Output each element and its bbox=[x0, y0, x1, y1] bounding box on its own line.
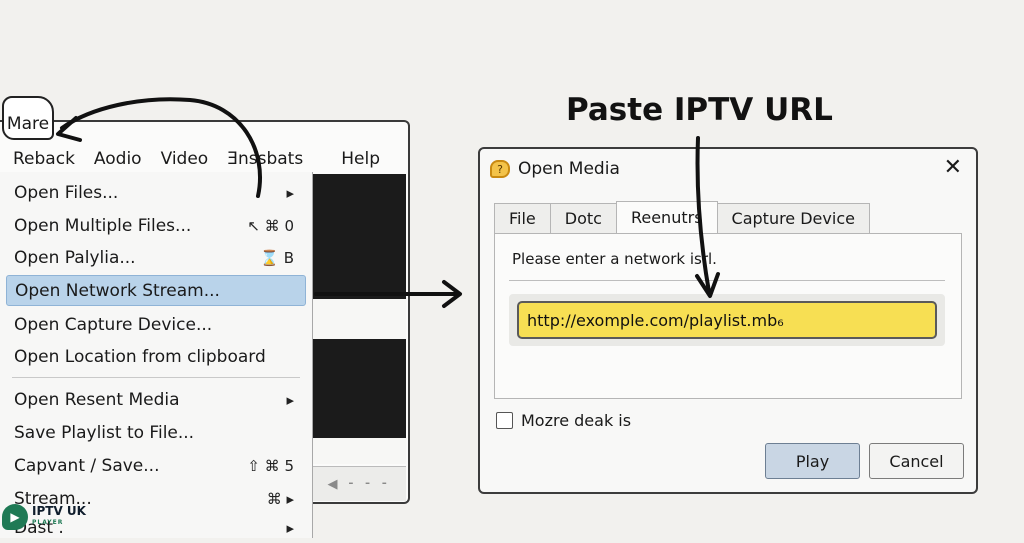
menu-item-open-multiple-files[interactable]: Open Multiple Files... ↖ ⌘ 0 bbox=[6, 210, 306, 241]
menu-item-open-network-stream[interactable]: Open Network Stream... bbox=[6, 275, 306, 306]
video-area-gap bbox=[312, 438, 406, 464]
more-options-checkbox[interactable] bbox=[496, 412, 513, 429]
url-instruction: Please enter a network isrl. bbox=[512, 250, 717, 268]
menu-help[interactable]: Help bbox=[341, 149, 380, 169]
menubar: Reback Aodio Video Ǝnssbats Help bbox=[0, 144, 406, 175]
menu-item-convert-save[interactable]: Capvant / Save... ⇧ ⌘ 5 bbox=[6, 450, 306, 481]
player-controls[interactable]: ◀ ⁃ ⁃ ⁃ bbox=[312, 466, 406, 501]
play-button[interactable]: Play bbox=[765, 443, 860, 479]
menu-item-open-capture-device[interactable]: Open Capture Device... bbox=[6, 309, 306, 340]
brand-subtitle: PLAYER bbox=[32, 519, 64, 526]
menu-item-open-location-clipboard[interactable]: Open Location from clipboard bbox=[6, 341, 306, 372]
play-icon: ▶ bbox=[2, 504, 28, 530]
dialog-titlebar: ? Open Media ✕ bbox=[480, 149, 976, 189]
menu-item-open-recent-media[interactable]: Open Resent Media ▸ bbox=[6, 384, 306, 415]
menu-item-open-files[interactable]: Open Files... ▸ bbox=[6, 177, 306, 208]
submenu-arrow-icon: ▸ bbox=[286, 183, 294, 202]
brand-text: IPTV UK PLAYER bbox=[32, 505, 86, 529]
menu-item-label: Open Resent Media bbox=[14, 389, 180, 410]
menu-divider bbox=[12, 377, 300, 378]
open-media-dialog: ? Open Media ✕ File Dotc Reenutrs Captur… bbox=[478, 147, 978, 494]
menu-item-label: Open Location from clipboard bbox=[14, 346, 266, 367]
submenu-arrow-icon: ▸ bbox=[286, 390, 294, 409]
checkbox-label: Mozre deak is bbox=[521, 411, 632, 430]
menu-item-label: Open Files... bbox=[14, 182, 119, 203]
menu-subtitles[interactable]: Ǝnssbats bbox=[227, 149, 304, 169]
show-more-options-row[interactable]: Mozre deak is bbox=[496, 411, 631, 430]
panel-divider bbox=[509, 280, 945, 281]
menu-item-label: Save Playlist to File... bbox=[14, 422, 195, 443]
network-url-input[interactable] bbox=[517, 301, 937, 339]
network-panel: Please enter a network isrl. bbox=[494, 233, 962, 399]
media-dropdown-menu: Open Files... ▸ Open Multiple Files... ↖… bbox=[0, 172, 313, 538]
video-area bbox=[312, 174, 406, 464]
tab-file[interactable]: File bbox=[494, 203, 551, 233]
menu-item-label: Open Palylia... bbox=[14, 247, 136, 268]
right-arrow-head bbox=[442, 280, 462, 308]
dialog-tabs: File Dotc Reenutrs Capture Device bbox=[494, 201, 870, 233]
url-field-frame bbox=[509, 294, 945, 346]
menu-item-shortcut: ⌛ B bbox=[260, 248, 294, 267]
vlc-cone-icon: ? bbox=[490, 160, 510, 178]
tab-network[interactable]: Reenutrs bbox=[615, 201, 718, 233]
brand-name: IPTV UK bbox=[32, 504, 86, 518]
menu-item-label: Capvant / Save... bbox=[14, 455, 160, 476]
menu-item-label: Stream... bbox=[14, 488, 92, 509]
menu-item-label: Open Multiple Files... bbox=[14, 215, 192, 236]
tab-capture-device[interactable]: Capture Device bbox=[716, 203, 870, 233]
brand-logo: ▶ IPTV UK PLAYER bbox=[2, 502, 86, 532]
menu-item-shortcut: ⇧ ⌘ 5 bbox=[247, 456, 294, 475]
submenu-arrow-icon: ▸ bbox=[286, 518, 294, 537]
menu-audio[interactable]: Aodio bbox=[93, 149, 142, 169]
menu-item-shortcut: ⌘ ▸ bbox=[266, 489, 294, 508]
page-title: Paste IPTV URL bbox=[566, 92, 833, 128]
menu-reback[interactable]: Reback bbox=[13, 149, 75, 169]
tab-disc[interactable]: Dotc bbox=[549, 203, 617, 233]
menu-item-save-playlist[interactable]: Save Playlist to File... bbox=[6, 417, 306, 448]
video-area-gap bbox=[312, 299, 406, 339]
dialog-title: Open Media bbox=[518, 159, 620, 179]
cancel-button[interactable]: Cancel bbox=[869, 443, 964, 479]
menu-item-label: Open Network Stream... bbox=[15, 280, 220, 301]
menu-item-shortcut: ↖ ⌘ 0 bbox=[247, 216, 294, 235]
menu-item-label: Open Capture Device... bbox=[14, 314, 213, 335]
menu-video[interactable]: Video bbox=[160, 149, 209, 169]
menu-item-open-playlist[interactable]: Open Palylia... ⌛ B bbox=[6, 242, 306, 273]
close-icon[interactable]: ✕ bbox=[943, 155, 962, 180]
menu-item-stream[interactable]: Stream... ⌘ ▸ bbox=[6, 483, 306, 514]
media-menu-tab[interactable]: Mare bbox=[2, 96, 54, 140]
